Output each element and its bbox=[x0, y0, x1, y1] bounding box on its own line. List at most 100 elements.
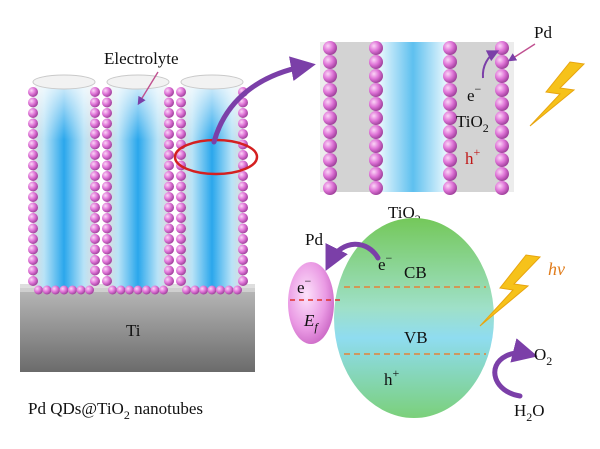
pd-nanoparticle bbox=[323, 55, 337, 69]
pd-nanoparticle bbox=[495, 111, 509, 125]
pd-nanoparticle bbox=[102, 181, 112, 192]
pd-nanoparticle bbox=[323, 111, 337, 125]
pd-nanoparticle bbox=[164, 202, 174, 213]
electrolyte-pointer bbox=[137, 71, 159, 106]
pd-band-label: Pd bbox=[305, 230, 323, 249]
pd-particle bbox=[288, 262, 334, 344]
pd-nanoparticle bbox=[28, 255, 38, 265]
pd-nanoparticle bbox=[28, 234, 38, 244]
pd-nanoparticle bbox=[28, 181, 38, 192]
electron-pd: e− bbox=[297, 274, 312, 297]
pd-nanoparticle bbox=[233, 285, 242, 295]
pd-nanoparticle bbox=[495, 125, 509, 139]
pd-nanoparticle bbox=[28, 276, 38, 286]
pd-nanoparticle bbox=[238, 244, 248, 255]
pd-nanoparticle bbox=[28, 118, 38, 129]
pd-nanoparticle bbox=[323, 153, 337, 167]
pd-nanoparticle bbox=[164, 244, 174, 255]
pd-nanoparticle bbox=[190, 285, 200, 295]
pd-nanoparticle bbox=[323, 167, 337, 181]
pd-nanoparticle bbox=[238, 234, 248, 244]
pd-nanoparticle bbox=[164, 108, 174, 118]
electron-top: e− bbox=[467, 82, 482, 105]
pd-nanoparticle bbox=[369, 97, 383, 111]
pd-nanoparticle bbox=[176, 202, 186, 213]
caption: Pd QDs@TiO2 nanotubes bbox=[28, 399, 203, 422]
pd-nanoparticle bbox=[323, 97, 337, 111]
pd-nanoparticle bbox=[495, 97, 509, 111]
pd-nanoparticle bbox=[369, 41, 383, 55]
pd-nanoparticle bbox=[495, 83, 509, 97]
electron-transfer-arrow bbox=[481, 50, 500, 79]
pd-nanoparticle bbox=[108, 285, 117, 295]
pd-nanoparticle bbox=[164, 150, 174, 160]
pd-nanoparticle bbox=[90, 213, 100, 223]
pd-nanoparticle bbox=[90, 276, 100, 286]
pd-nanoparticle bbox=[90, 265, 100, 276]
pd-nanoparticle bbox=[443, 167, 457, 181]
pd-nanoparticle bbox=[176, 276, 186, 286]
pd-nanoparticle bbox=[164, 160, 174, 171]
pd-nanoparticle bbox=[102, 97, 112, 108]
pd-nanoparticle bbox=[176, 171, 186, 181]
pd-nanoparticle bbox=[176, 244, 186, 255]
pd-nanoparticle bbox=[90, 202, 100, 213]
pd-nanoparticle bbox=[495, 181, 509, 195]
pd-nanoparticle bbox=[238, 129, 248, 139]
pd-nanoparticle bbox=[369, 69, 383, 83]
pd-nanoparticle bbox=[323, 125, 337, 139]
pd-nanoparticle bbox=[176, 234, 186, 244]
pd-nanoparticle bbox=[164, 129, 174, 139]
pd-nanoparticle bbox=[59, 285, 69, 295]
pd-nanoparticle bbox=[102, 87, 112, 97]
pd-nanoparticle bbox=[102, 118, 112, 129]
pd-nanoparticle bbox=[495, 69, 509, 83]
hole-top: h+ bbox=[465, 145, 481, 168]
pd-nanoparticle bbox=[164, 192, 174, 202]
ti-substrate bbox=[20, 288, 255, 372]
electron-cb: e− bbox=[378, 251, 393, 274]
pd-nanoparticle bbox=[164, 276, 174, 286]
pd-nanoparticle bbox=[164, 265, 174, 276]
pd-nanoparticle bbox=[164, 97, 174, 108]
vb-label: VB bbox=[404, 328, 428, 347]
pd-nanoparticle bbox=[207, 285, 217, 295]
pd-particles-zoom bbox=[323, 41, 509, 195]
band-diagram: TiO2 CB VB e− h+ e− Ef Pd hν O2 H2O bbox=[288, 203, 565, 424]
pd-nanoparticle bbox=[28, 108, 38, 118]
lightning-bolt-icon bbox=[479, 254, 542, 327]
ti-label: Ti bbox=[126, 321, 141, 340]
pd-nanoparticle bbox=[369, 153, 383, 167]
pd-nanoparticle bbox=[28, 265, 38, 276]
pd-nanoparticle bbox=[176, 181, 186, 192]
pd-nanoparticle bbox=[323, 139, 337, 153]
water-oxidation-arrow bbox=[492, 338, 538, 399]
pd-nanoparticle bbox=[28, 223, 38, 234]
pd-nanoparticle bbox=[102, 265, 112, 276]
pd-nanoparticle bbox=[238, 171, 248, 181]
pd-nanoparticle bbox=[176, 150, 186, 160]
zoomed-tube-wall: Pd e− TiO2 h+ bbox=[320, 23, 586, 195]
pd-nanoparticle bbox=[90, 87, 100, 97]
pd-nanoparticle bbox=[216, 285, 225, 295]
pd-nanoparticle bbox=[164, 255, 174, 265]
pd-nanoparticle bbox=[176, 87, 186, 97]
pd-nanoparticle bbox=[495, 55, 509, 69]
pd-nanoparticle bbox=[495, 167, 509, 181]
pd-nanoparticle bbox=[176, 265, 186, 276]
pd-nanoparticle bbox=[176, 223, 186, 234]
pd-nanoparticle bbox=[42, 285, 52, 295]
pd-nanoparticle bbox=[150, 285, 160, 295]
pd-nanoparticle bbox=[238, 276, 248, 286]
pd-nanoparticle bbox=[369, 55, 383, 69]
pd-nanoparticle bbox=[199, 285, 208, 295]
pd-nanoparticle bbox=[28, 213, 38, 223]
pd-nanoparticle bbox=[323, 69, 337, 83]
pd-nanoparticle bbox=[28, 202, 38, 213]
pd-nanoparticle bbox=[90, 97, 100, 108]
pd-nanoparticle bbox=[90, 255, 100, 265]
pd-nanoparticle bbox=[443, 125, 457, 139]
pd-nanoparticle bbox=[102, 150, 112, 160]
pd-nanoparticle bbox=[164, 171, 174, 181]
pd-nanoparticle bbox=[238, 223, 248, 234]
